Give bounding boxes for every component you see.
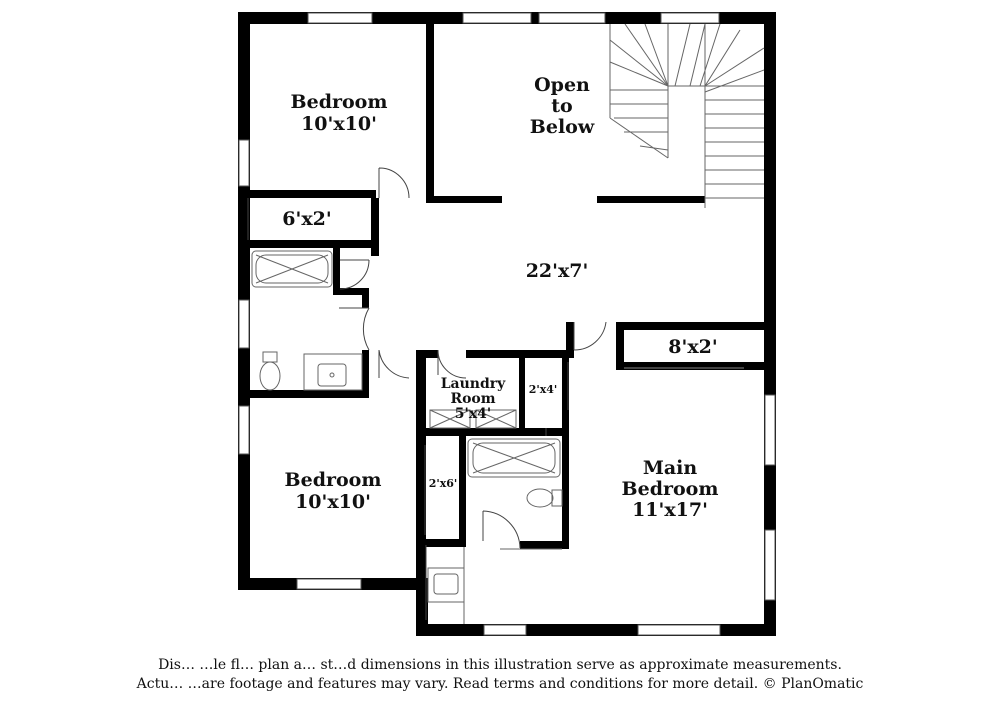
closet-2x4-size: 2'x4' [529, 383, 558, 396]
disclaimer-line2: Actu… …are footage and features may vary… [136, 676, 864, 692]
windows [238, 12, 776, 636]
disclaimer-line1: Dis… …le fl… plan a… st…d dimensions in … [158, 657, 842, 673]
laundry-size: 5'x4' [455, 406, 491, 422]
open-to-below-line2: to [551, 95, 572, 117]
bedroom-sw-name: Bedroom [285, 469, 382, 491]
fixtures [251, 250, 563, 624]
closet-2x6-size: 2'x6' [429, 477, 458, 490]
hall-size: 22'x7' [526, 260, 589, 282]
closet-8x2-size: 8'x2' [668, 336, 717, 358]
interior-walls [250, 24, 764, 580]
main-bedroom-size: 11'x17' [632, 499, 708, 521]
main-bedroom-line1: Main [643, 457, 698, 479]
open-to-below-line3: Below [530, 116, 595, 138]
laundry-line1: Laundry [441, 376, 506, 392]
bedroom-nw-size: 10'x10' [301, 113, 377, 135]
doors [247, 167, 744, 620]
closet-6x2-size: 6'x2' [282, 208, 331, 230]
bedroom-nw-name: Bedroom [291, 91, 388, 113]
staircase [609, 23, 765, 208]
bedroom-sw-size: 10'x10' [295, 491, 371, 513]
main-bedroom-line2: Bedroom [622, 478, 719, 500]
open-to-below-line1: Open [534, 74, 590, 96]
laundry-line2: Room [450, 391, 495, 407]
